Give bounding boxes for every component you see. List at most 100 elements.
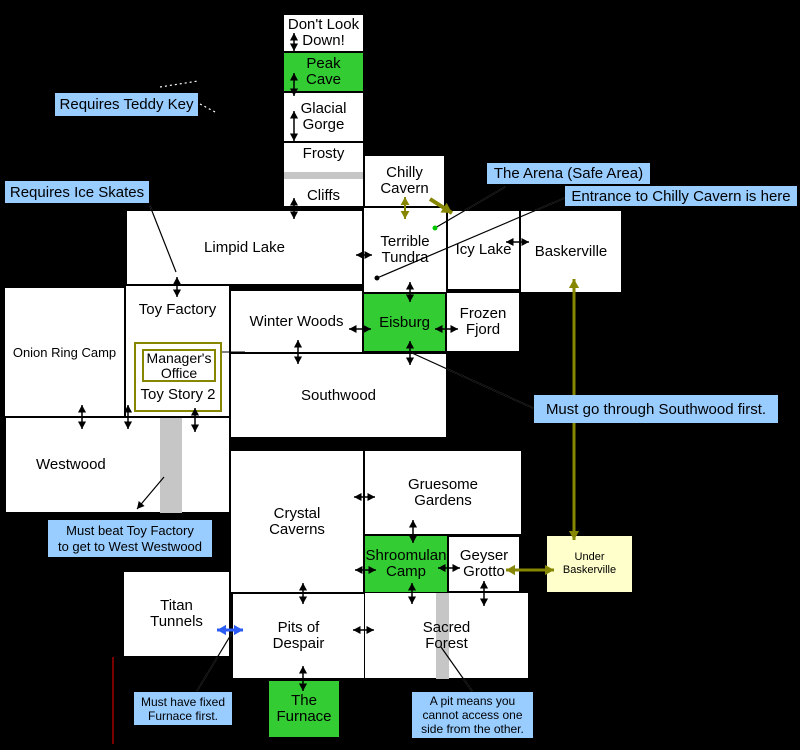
- southwood: Southwood: [230, 353, 447, 438]
- crystal-caverns-label: Crystal: [273, 504, 321, 522]
- pits-of-despair-label: Pits of: [277, 619, 320, 636]
- icy-lake-label: Icy Lake: [455, 241, 512, 258]
- titan-tunnels-label: Titan: [160, 597, 193, 614]
- note-requires-ice-skates-label: Requires Ice Skates: [9, 183, 145, 201]
- note-entrance-chilly-cavern-text: Entrance to Chilly Cavern is here: [565, 188, 797, 205]
- the-furnace-label: Furnace: [276, 708, 332, 725]
- toy-story-2-label: Toy Story 2: [140, 386, 216, 403]
- note-a-pit-means-label: side from the other.: [421, 722, 524, 736]
- eisburg-label: Eisburg: [379, 313, 430, 331]
- note-a-pit-means-label: A pit means you: [429, 694, 516, 708]
- eisburg-text: Eisburg: [364, 313, 445, 331]
- toy-factory-text: Toy Factory: [126, 286, 229, 318]
- onion-ring-camp-text: Onion Ring Camp: [5, 345, 124, 360]
- glacial-gorge-label: Glacial: [300, 100, 347, 117]
- toy-story-2: Toy Story 2: [138, 384, 218, 406]
- dont-look-down-label: Don't Look: [287, 16, 360, 33]
- baskerville-label: Baskerville: [534, 242, 608, 260]
- gruesome-gardens-label: Gruesome: [407, 475, 479, 493]
- note-requires-teddy-key-text: Requires Teddy Key: [55, 96, 198, 113]
- gruesome-gardens-label: Gardens: [414, 491, 472, 509]
- winter-woods: Winter Woods: [230, 290, 363, 353]
- note-must-have-fixed-furnace-label: Must have fixed: [140, 694, 226, 709]
- terrible-tundra-label: Terrible: [380, 233, 430, 250]
- peak-cave-label: Peak: [306, 55, 341, 72]
- note-a-pit-means-label: cannot access one: [422, 708, 523, 722]
- note-entrance-chilly-cavern-label: Entrance to Chilly Cavern is here: [571, 187, 791, 205]
- dont-look-down-label: Down!: [302, 32, 345, 49]
- note-requires-ice-skates: Requires Ice Skates: [5, 181, 149, 203]
- chilly-cavern-label: Chilly: [386, 164, 423, 181]
- note-entrance-chilly-cavern: Entrance to Chilly Cavern is here: [565, 186, 797, 206]
- geyser-grotto-label: Grotto: [463, 563, 505, 580]
- icy-lake: Icy Lake: [447, 210, 520, 290]
- titan-tunnels-label: Tunnels: [150, 613, 203, 630]
- onion-ring-camp-label: Onion Ring Camp: [12, 344, 117, 360]
- frosty-cliffs-label: Frosty: [302, 145, 345, 162]
- westwood-text: Westwood: [6, 457, 229, 473]
- chilly-cavern-label: Cavern: [380, 180, 429, 197]
- note-must-go-southwood-text: Must go through Southwood first.: [534, 401, 778, 418]
- crystal-caverns-label: Caverns: [269, 520, 325, 538]
- the-furnace-label: The: [291, 692, 317, 709]
- limpid-lake-label: Limpid Lake: [204, 238, 285, 256]
- under-baskerville-label: Under: [574, 551, 605, 563]
- managers-office-label: Manager's: [146, 349, 212, 366]
- baskerville: Baskerville: [520, 210, 622, 293]
- sacred-forest-label: Sacred: [422, 618, 471, 636]
- note-the-arena-label: The Arena (Safe Area): [493, 165, 644, 182]
- terrible-tundra-label: Tundra: [381, 249, 429, 266]
- winter-woods-text: Winter Woods: [231, 312, 362, 330]
- baskerville-text: Baskerville: [521, 242, 621, 260]
- note-must-go-southwood-label: Must go through Southwood first.: [545, 400, 767, 418]
- note-must-beat-toy-factory-label: to get to West Westwood: [57, 538, 203, 554]
- icy-lake-text: Icy Lake: [448, 242, 519, 258]
- pointer-teddy-key-dots-1-white: [199, 103, 218, 114]
- westwood-label: Westwood: [36, 456, 106, 473]
- eisburg: Eisburg: [363, 293, 446, 352]
- note-must-beat-toy-factory-label: Must beat Toy Factory: [66, 522, 194, 538]
- note-requires-teddy-key-label: Requires Teddy Key: [59, 96, 194, 113]
- toy-factory-label: Toy Factory: [138, 301, 217, 318]
- note-requires-ice-skates-text: Requires Ice Skates: [5, 184, 149, 201]
- westwood: Westwood: [5, 417, 230, 513]
- winter-woods-label: Winter Woods: [249, 312, 344, 330]
- glacial-gorge-label: Gorge: [302, 116, 345, 133]
- managers-office-label: Office: [160, 364, 198, 381]
- pointer-teddy-key-dots-2-white: [159, 80, 199, 88]
